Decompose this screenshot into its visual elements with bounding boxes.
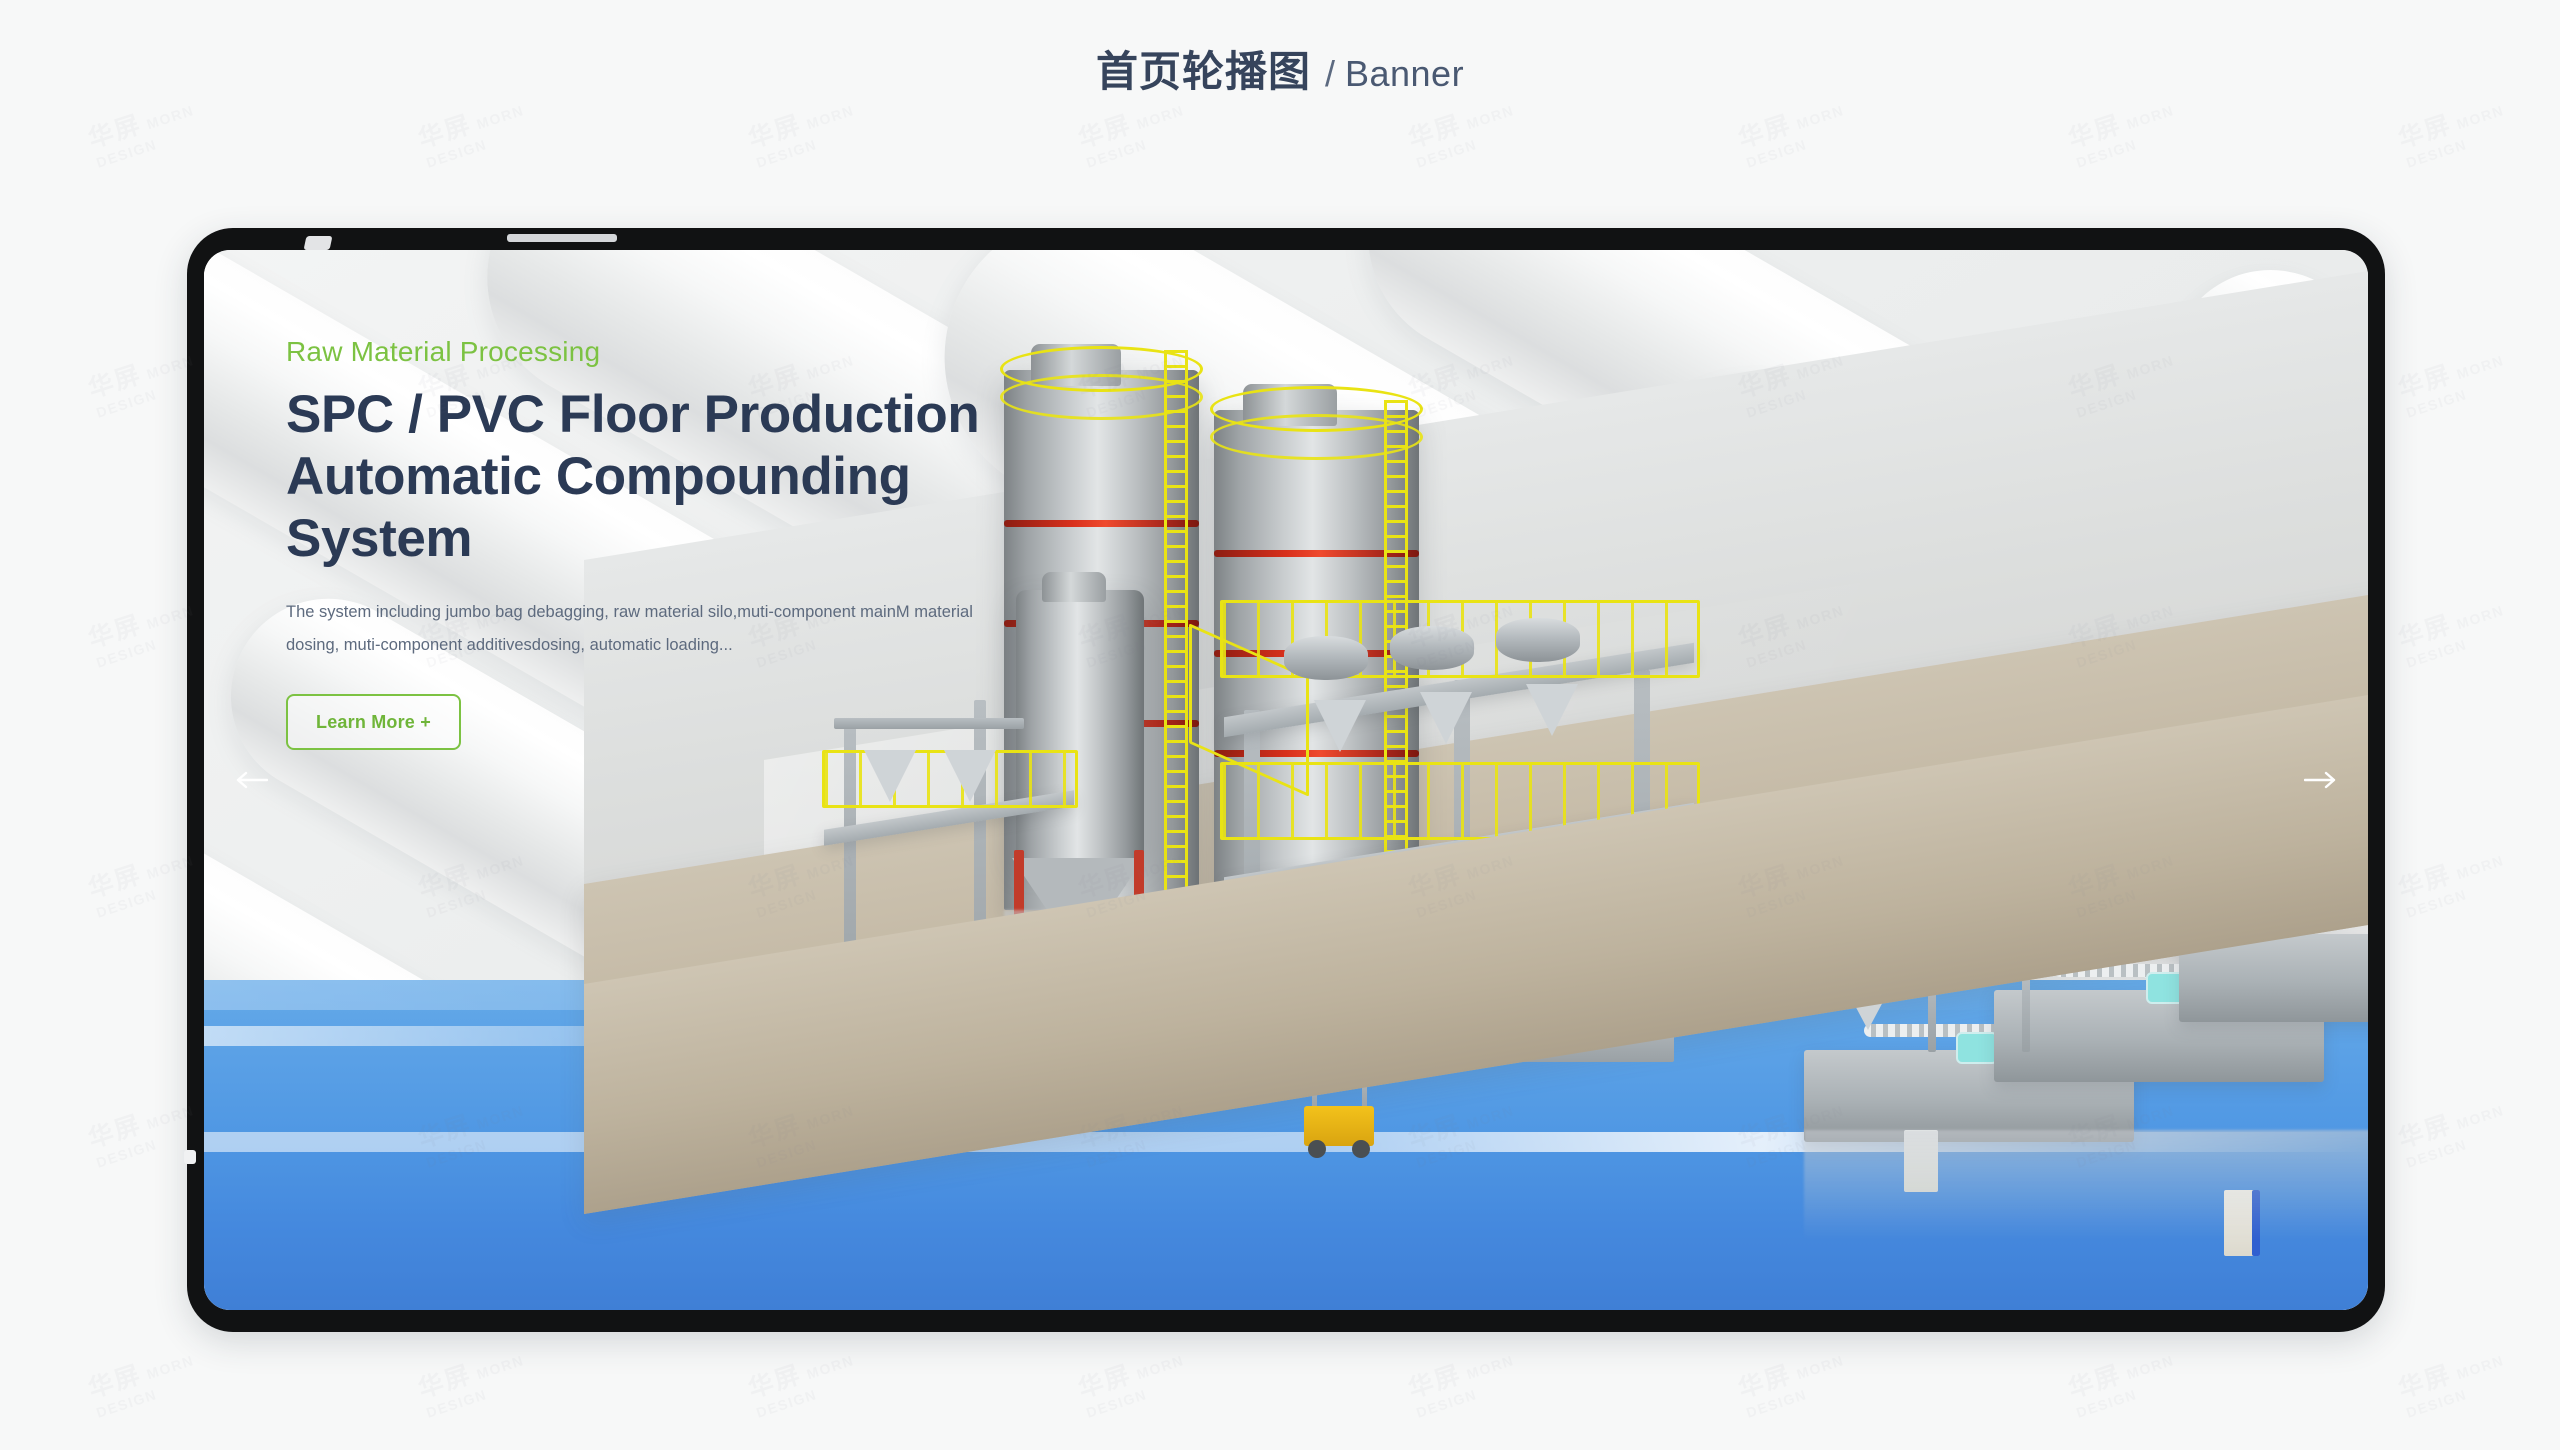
device-top-left-button [303,236,333,250]
device-mockup: Raw Material Processing SPC / PVC Floor … [184,228,2385,1332]
forklift-wheel [1308,1140,1326,1158]
gantry-beam [834,718,1024,729]
page-title: 首页轮播图 / Banner [1096,38,1464,99]
device-left-side-button [184,1150,196,1164]
silo-left-ladder [1164,350,1188,910]
gantry-hopper [944,750,996,802]
page-title-cn: 首页轮播图 [1095,47,1311,95]
hopper-support [1928,972,1936,1052]
silo-left-cage [1000,374,1203,420]
dosing-hopper [1314,700,1366,752]
mixer-vessel [1284,636,1368,680]
silo-front-cap [1041,572,1106,602]
silo-front-small [1016,572,1144,860]
mixer-vessel [1390,626,1474,670]
silo-band [1214,750,1419,757]
carousel-prev-arrow-icon[interactable] [228,757,274,803]
silo-right-cage [1210,414,1423,460]
hopper-support [2022,972,2030,1052]
banner-content: Raw Material Processing SPC / PVC Floor … [286,336,1106,750]
device-speaker [507,234,617,242]
banner-headline: SPC / PVC Floor Production Automatic Com… [286,384,1106,570]
carousel-next-arrow-icon[interactable] [2298,757,2344,803]
extruder-control-panel [1956,1032,1998,1064]
forklift-body [1304,1106,1374,1146]
page-header: 首页轮播图 / Banner [0,0,2560,136]
dosing-hopper [1526,684,1578,736]
page-title-en: Banner [1344,52,1465,94]
silo-band [1004,520,1199,527]
banner-screen: Raw Material Processing SPC / PVC Floor … [204,250,2368,1310]
gantry-hopper [864,750,916,802]
banner-description: The system including jumbo bag debagging… [286,603,973,654]
silo-band [1214,550,1419,557]
page-title-separator: / [1324,52,1335,94]
learn-more-button[interactable]: Learn More + [286,694,461,750]
dosing-hopper [1420,692,1472,744]
forklift-wheel [1352,1140,1370,1158]
headline-line-1: SPC / PVC Floor Production [286,385,980,444]
banner-eyebrow: Raw Material Processing [286,336,601,367]
headline-line-2: Automatic Compounding System [286,447,911,568]
mixer-vessel [1496,618,1580,662]
floor-reflection-extruders [1804,1130,2368,1240]
